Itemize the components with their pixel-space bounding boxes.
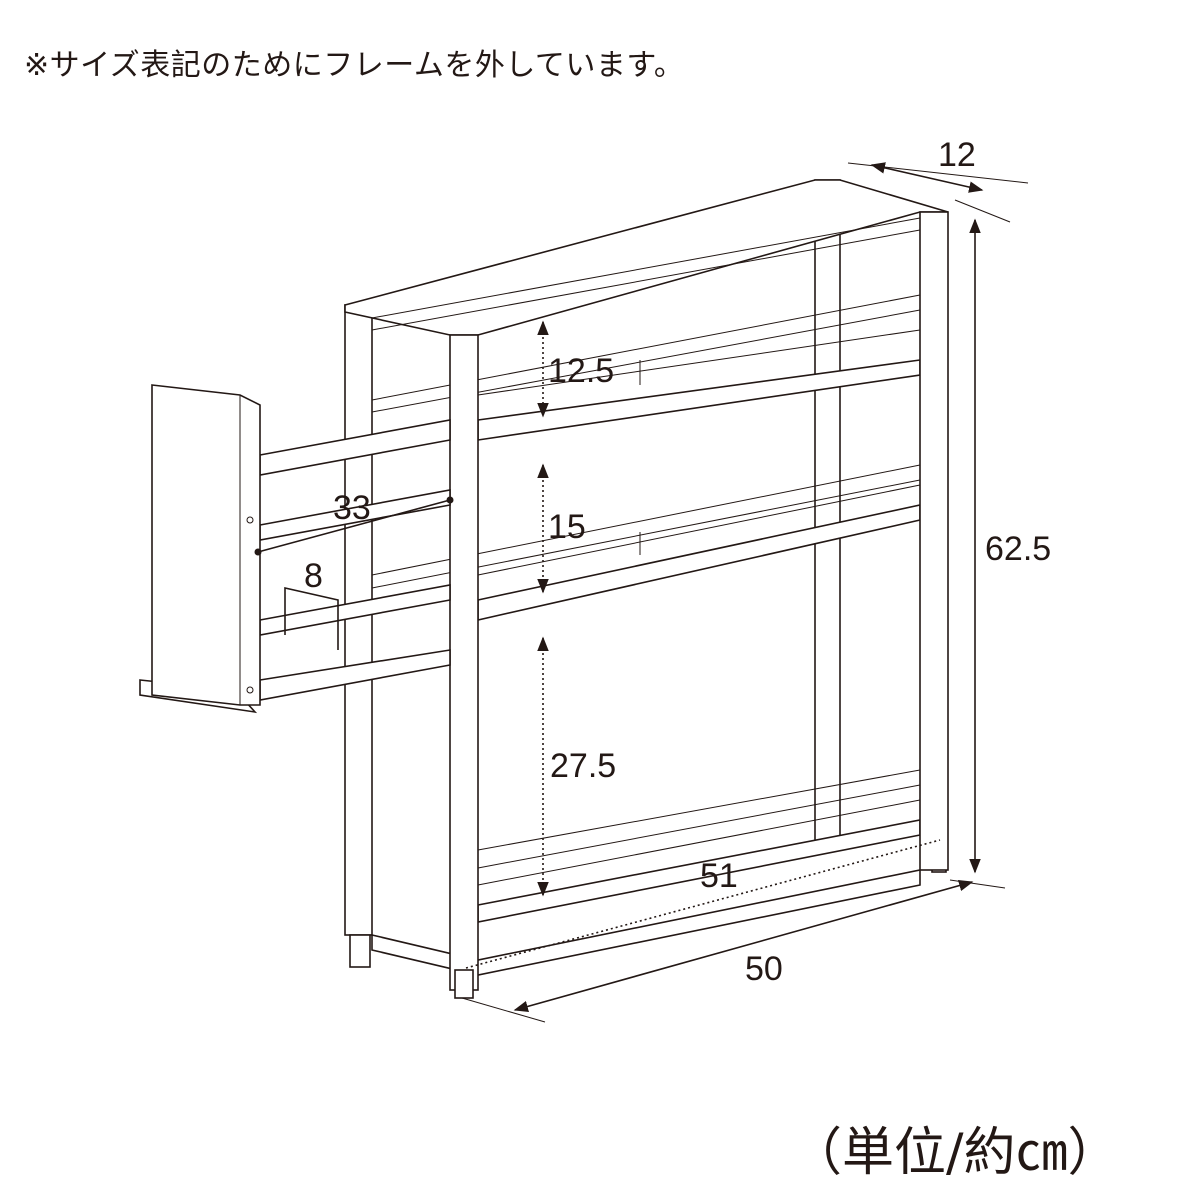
width-label: 50	[745, 950, 783, 988]
gap-middle-label: 15	[548, 508, 586, 546]
front-right-post	[919, 211, 949, 871]
rack-frame	[139, 179, 949, 999]
drawer-panel	[151, 384, 261, 706]
top-frame	[344, 179, 949, 336]
depth-label: 12	[938, 136, 976, 174]
gap-top-label: 12.5	[548, 352, 614, 390]
drawer-extension-line	[257, 499, 451, 553]
unit-label: （単位/約㎝）	[790, 1123, 1120, 1183]
dimension-lines	[254, 162, 1029, 1023]
caster-back	[349, 934, 371, 968]
depth-arrow	[870, 162, 984, 193]
pull-out-drawer	[139, 384, 451, 714]
gap-bottom-label: 27.5	[550, 747, 616, 785]
drawer-stopper-label: 8	[304, 557, 323, 595]
inner-width-label: 51	[700, 857, 738, 895]
frame-removed-note: ※サイズ表記のためにフレームを外しています。	[24, 48, 685, 83]
drawer-extension-label: 33	[333, 489, 371, 527]
width-arrow	[513, 879, 974, 1013]
back-left-post	[344, 304, 373, 936]
height-label: 62.5	[985, 530, 1051, 568]
front-left-post	[449, 334, 479, 991]
drawer-stopper	[284, 586, 339, 650]
caster-front	[454, 969, 474, 999]
back-right-post	[814, 179, 841, 851]
